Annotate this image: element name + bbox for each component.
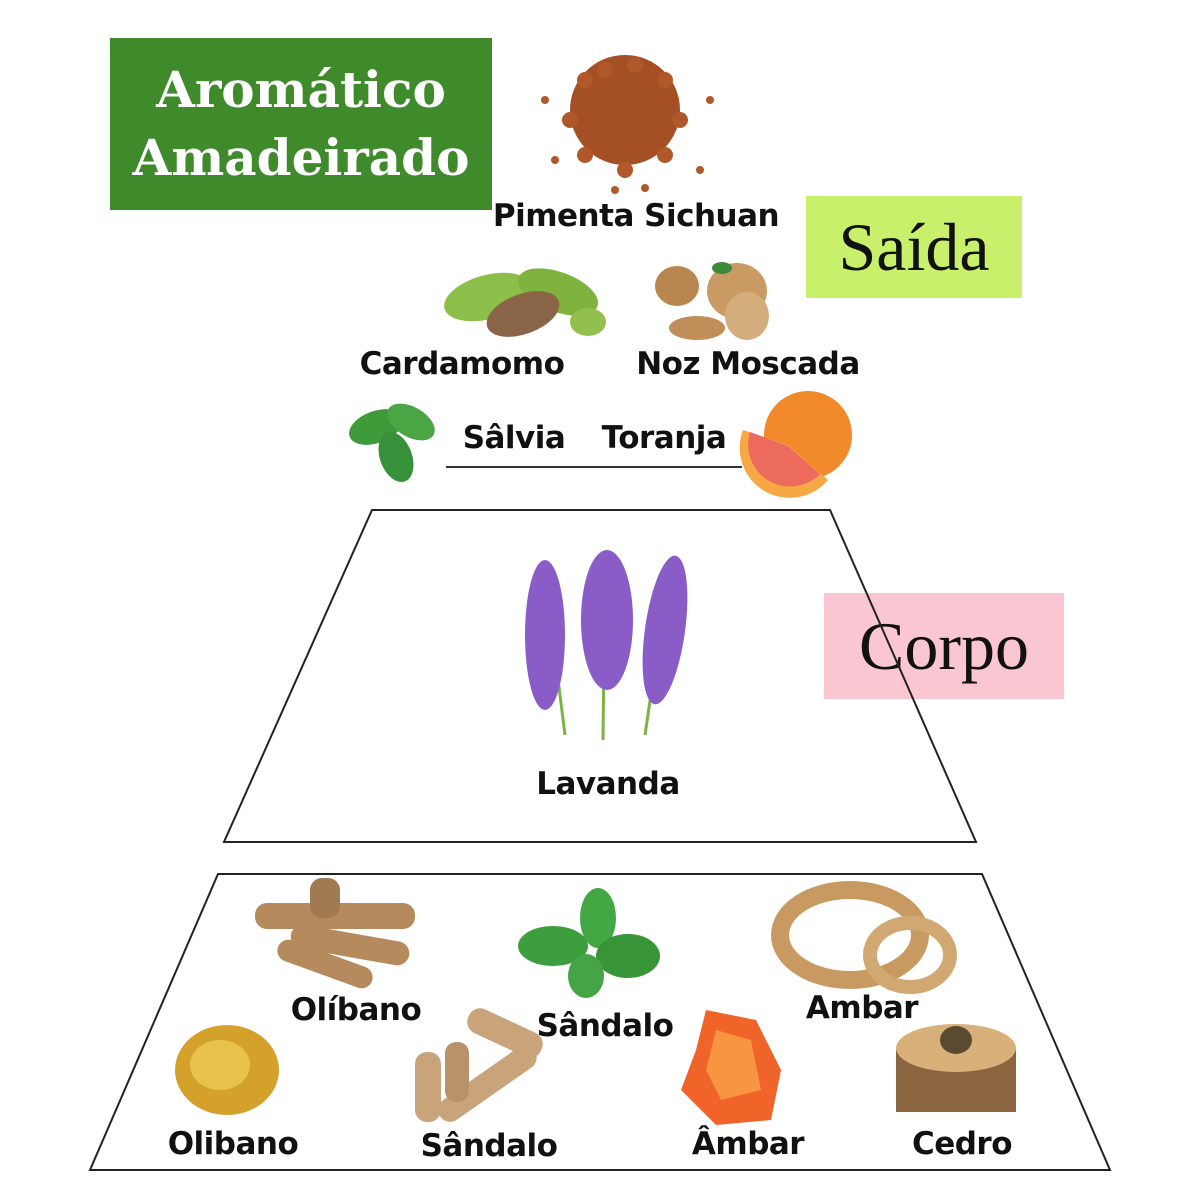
note-noz-moscada: Noz Moscada [636,346,860,382]
note-olibano-1: Olíbano [290,992,422,1028]
ambar-fiber-icon [771,881,957,994]
amber-stone-icon [681,1010,781,1125]
middle-tier-outline [222,509,978,843]
tier-label-saida: Saída [806,196,1022,298]
note-ambar-1: Ambar [805,990,919,1026]
olibanum-resin-icon [175,1025,279,1115]
bottom-tier-outline [88,873,1112,1171]
sandalwood-icon [415,1008,543,1122]
sage-icon [349,403,435,483]
olibanum-wood-icon [255,878,415,989]
grapefruit-icon [739,391,852,498]
note-lavanda: Lavanda [536,766,680,802]
note-salvia: Sâlvia [462,420,566,456]
note-cardamomo: Cardamomo [359,346,565,382]
tier-label-corpo: Corpo [824,593,1064,699]
nutmeg-icon [655,262,769,340]
lavender-icon [525,550,688,741]
note-pimenta-sichuan: Pimenta Sichuan [492,198,780,234]
title-line-1: Aromático [156,60,446,119]
note-cedro: Cedro [911,1126,1013,1162]
sichuan-pepper-icon [541,55,714,194]
mint-icon [518,888,660,998]
note-olibano-2: Olibano [167,1126,299,1162]
note-sandalo-2: Sândalo [420,1128,558,1164]
note-toranja: Toranja [601,420,727,456]
cedar-log-icon [896,1024,1016,1112]
cardamom-icon [444,268,606,337]
title-line-2: Amadeirado [132,128,470,187]
note-sandalo-1: Sândalo [536,1008,674,1044]
title-box: Aromático Amadeirado [110,38,492,210]
note-ambar-2: Âmbar [691,1126,805,1162]
